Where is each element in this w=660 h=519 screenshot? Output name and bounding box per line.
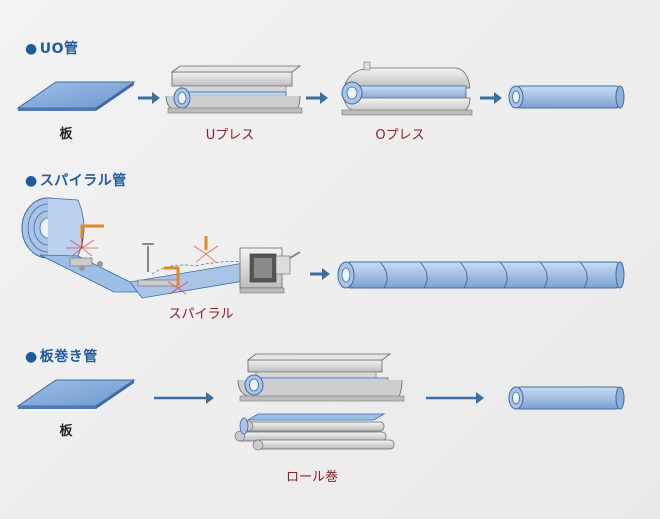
uo-plate-label: 板 — [59, 127, 73, 142]
bending-press — [237, 353, 405, 402]
arrow-icon — [154, 392, 214, 404]
section-title-uo: ●UO管 — [25, 41, 79, 57]
bending-plate-label: 板 — [59, 424, 73, 439]
roll-bender — [234, 413, 395, 451]
bending-plate — [16, 379, 136, 409]
section-title-spiral: ●スパイラル管 — [25, 173, 127, 189]
bullet-icon: ● — [25, 41, 38, 57]
uo-plate — [16, 81, 136, 111]
arrow-icon — [426, 392, 484, 404]
uo-opress-label: Oプレス — [375, 128, 425, 143]
bending-finished-pipe — [508, 386, 625, 410]
opress-machine — [341, 61, 473, 116]
uo-upress-label: Uプレス — [205, 128, 255, 143]
spiral-machine — [21, 197, 301, 299]
bending-roll-label: ロール巻 — [285, 470, 339, 485]
upress-machine — [165, 65, 303, 114]
section-title-bending: ●板巻き管 — [25, 349, 98, 365]
bullet-icon: ● — [25, 173, 38, 189]
arrow-icon — [138, 92, 160, 104]
bullet-icon: ● — [25, 349, 38, 365]
arrow-icon — [310, 268, 330, 280]
finished-pipe — [508, 85, 625, 109]
spiral-pipe — [337, 261, 625, 289]
spiral-step-label: スパイラル — [168, 307, 234, 322]
arrow-icon — [480, 92, 502, 104]
arrow-icon — [306, 92, 328, 104]
